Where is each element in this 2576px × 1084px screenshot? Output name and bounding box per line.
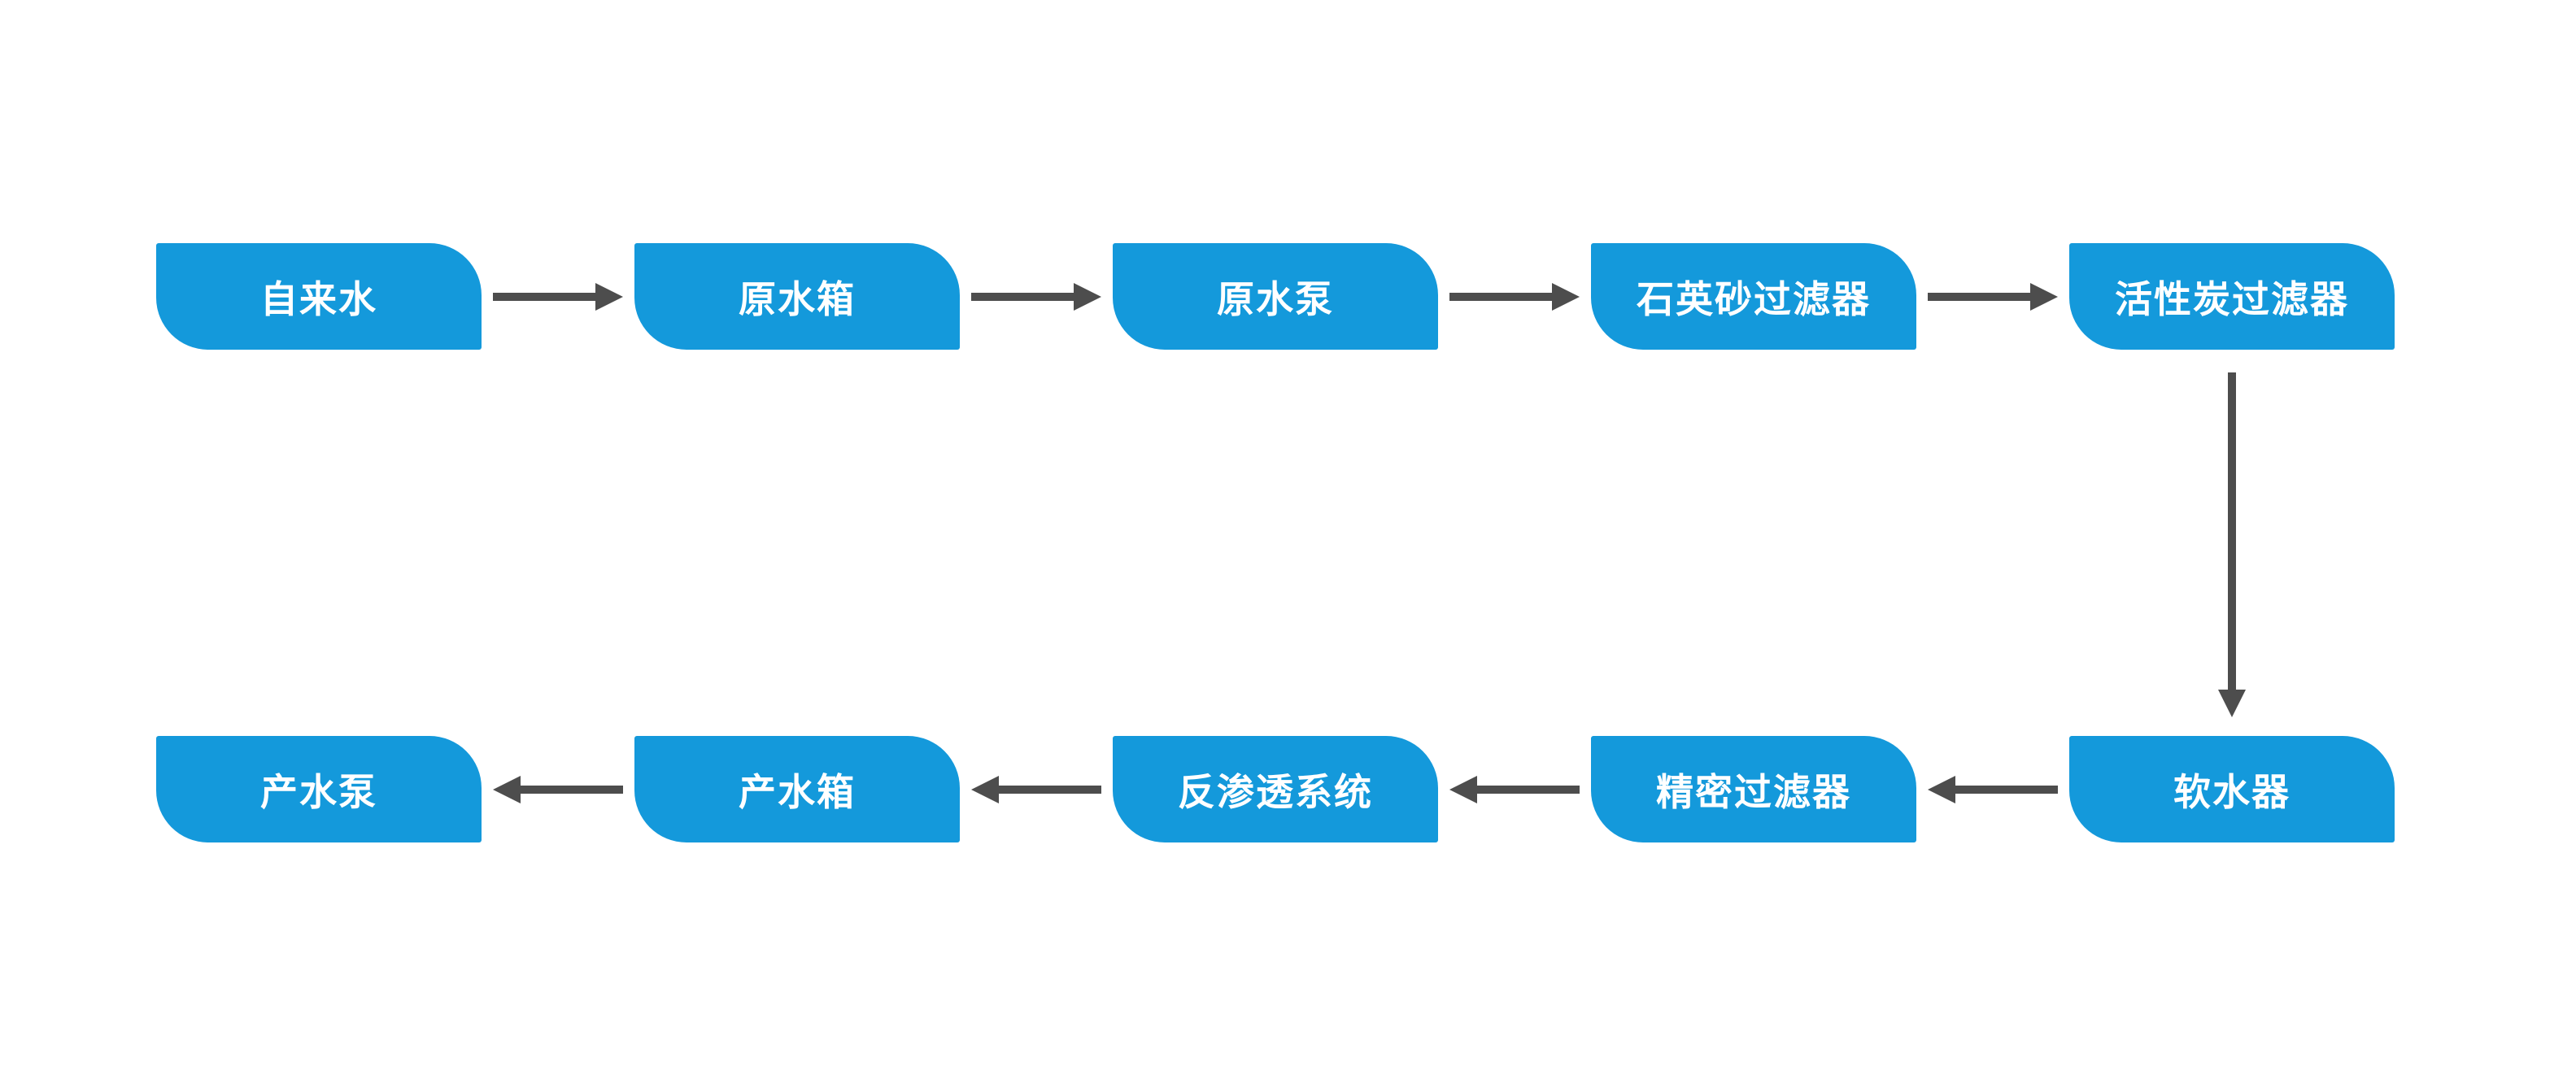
node-precision-filter: 精密过滤器 (1591, 736, 1916, 842)
arrow-shaft (997, 785, 1101, 794)
arrow-shaft (519, 785, 623, 794)
arrow-head (2218, 690, 2246, 717)
node-reverse-osmosis-system: 反渗透系统 (1113, 736, 1438, 842)
arrow-shaft (493, 292, 597, 301)
arrow-right-icon (1438, 243, 1591, 350)
arrow-shaft (1928, 292, 2032, 301)
node-label: 石英砂过滤器 (1637, 277, 1871, 320)
arrow-right-icon (1916, 243, 2069, 350)
arrow-head (971, 775, 999, 803)
node-label: 反渗透系统 (1178, 770, 1373, 813)
arrow-head (1449, 775, 1477, 803)
node-product-water-tank: 产水箱 (634, 736, 960, 842)
node-product-water-pump: 产水泵 (156, 736, 482, 842)
arrow-shaft (1449, 292, 1554, 301)
arrow-head (493, 775, 521, 803)
arrow-shaft (971, 292, 1075, 301)
node-activated-carbon-filter: 活性炭过滤器 (2069, 243, 2395, 350)
node-water-softener: 软水器 (2069, 736, 2395, 842)
arrow-left-icon (1916, 736, 2069, 842)
arrow-head (1074, 282, 1101, 311)
node-label: 原水泵 (1217, 277, 1334, 320)
node-quartz-sand-filter: 石英砂过滤器 (1591, 243, 1916, 350)
node-label: 产水泵 (260, 770, 377, 813)
top-row: 自来水 原水箱 原水泵 石英砂过滤器 活性炭过滤器 (156, 243, 2395, 350)
arrow-down-icon (2218, 372, 2246, 717)
node-raw-water-pump: 原水泵 (1113, 243, 1438, 350)
arrow-right-icon (960, 243, 1113, 350)
arrow-left-icon (482, 736, 634, 842)
arrow-head (595, 282, 623, 311)
arrow-right-icon (482, 243, 634, 350)
arrow-head (2030, 282, 2058, 311)
arrow-left-icon (1438, 736, 1591, 842)
node-label: 自来水 (260, 277, 377, 320)
arrow-shaft (2228, 372, 2236, 691)
node-label: 原水箱 (739, 277, 856, 320)
arrow-left-icon (960, 736, 1113, 842)
arrow-shaft (1954, 785, 2058, 794)
node-label: 软水器 (2173, 770, 2291, 813)
node-label: 精密过滤器 (1656, 770, 1851, 813)
node-raw-water-tank: 原水箱 (634, 243, 960, 350)
node-tap-water: 自来水 (156, 243, 482, 350)
arrow-head (1552, 282, 1580, 311)
node-label: 产水箱 (739, 770, 856, 813)
node-label: 活性炭过滤器 (2115, 277, 2349, 320)
arrow-shaft (1475, 785, 1580, 794)
arrow-head (1928, 775, 1955, 803)
bottom-row: 产水泵 产水箱 反渗透系统 精密过滤器 软水器 (156, 736, 2395, 842)
